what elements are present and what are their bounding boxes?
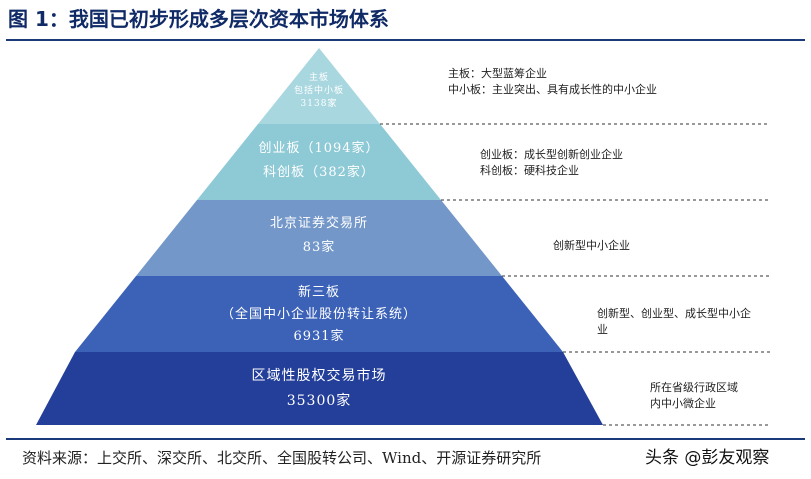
tier-1-desc-line-2: 中小板：主业突出、具有成长性的中小企业	[448, 83, 657, 96]
watermark: 头条 @彭友观察	[645, 448, 770, 468]
title-rule	[6, 39, 805, 41]
pyramid-tier-3	[136, 200, 502, 276]
tier-1-desc-line-1: 主板：大型蓝筹企业	[448, 67, 547, 80]
tier-4-line-2: （全国中小企业股份转让系统）	[220, 307, 417, 322]
tier-5-label: 区域性股权交易市场 35300家	[119, 364, 519, 414]
tier-5-desc-line-2: 内中小微企业	[650, 397, 716, 410]
tier-4-line-3: 6931家	[293, 329, 345, 344]
pyramid-tier-2	[197, 124, 441, 200]
pyramid-tier-1	[258, 48, 380, 124]
tier-1-line-2: 包括中小板	[293, 86, 344, 96]
tier-3-line-1: 北京证券交易所	[269, 216, 368, 231]
tier-3-line-2: 83家	[302, 240, 336, 255]
tier-3-label: 北京证券交易所 83家	[169, 212, 469, 260]
tier-2-label: 创业板（1094家） 科创板（382家）	[219, 137, 419, 185]
tier-1-line-3: 3138家	[300, 99, 338, 109]
source-note: 资料来源：上交所、深交所、北交所、全国股转公司、Wind、开源证券研究所	[22, 449, 542, 467]
tier-4-description: 创新型、创业型、成长型中小企 业	[597, 306, 751, 338]
tier-2-description: 创业板：成长型创新创业企业 科创板：硬科技企业	[480, 147, 623, 179]
source-rule	[6, 438, 805, 440]
tier-1-description: 主板：大型蓝筹企业 中小板：主业突出、具有成长性的中小企业	[448, 66, 657, 98]
tier-4-label: 新三板 （全国中小企业股份转让系统） 6931家	[119, 282, 519, 348]
tier-2-line-1: 创业板（1094家）	[258, 141, 380, 156]
pyramid-tier-5	[36, 352, 603, 425]
tier-5-line-2: 35300家	[286, 393, 352, 409]
tier-3-desc-line-1: 创新型中小企业	[553, 239, 630, 252]
figure-title: 图 1：我国已初步形成多层次资本市场体系	[8, 7, 389, 31]
tier-4-desc-line-1: 创新型、创业型、成长型中小企	[597, 307, 751, 320]
tier-5-desc-line-1: 所在省级行政区域	[650, 381, 738, 394]
tier-5-description: 所在省级行政区域 内中小微企业	[650, 380, 738, 412]
pyramid-tier-4	[75, 276, 563, 352]
tier-2-desc-line-2: 科创板：硬科技企业	[480, 164, 579, 177]
tier-2-line-2: 科创板（382家）	[263, 165, 375, 180]
tier-1-line-1: 主板	[308, 73, 329, 83]
tier-4-line-1: 新三板	[297, 285, 340, 300]
tier-2-desc-line-1: 创业板：成长型创新创业企业	[480, 148, 623, 161]
tier-5-line-1: 区域性股权交易市场	[251, 368, 387, 384]
tier-3-description: 创新型中小企业	[553, 238, 630, 254]
tier-4-desc-line-2: 业	[597, 323, 608, 336]
tier-1-label: 主板 包括中小板 3138家	[269, 72, 369, 111]
